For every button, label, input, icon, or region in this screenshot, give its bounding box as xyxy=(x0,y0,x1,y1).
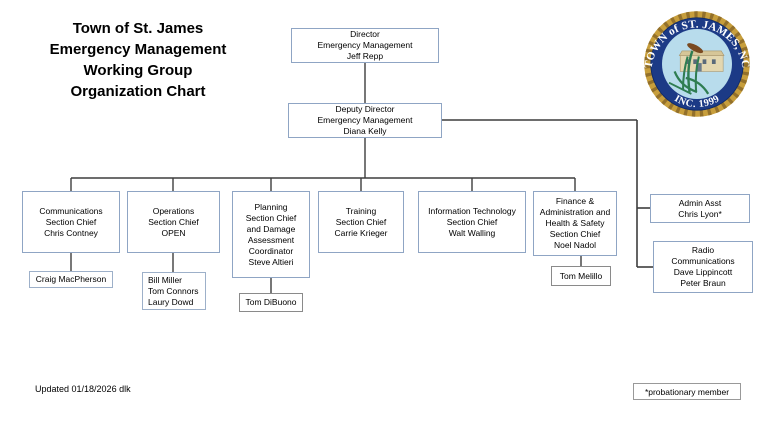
seal-rope-twist xyxy=(644,11,750,117)
probationary-note-box: *probationary member xyxy=(633,383,741,400)
town-seal-logo: TOWN of ST. JAMES, NC INC. 1999 xyxy=(642,11,751,117)
seal-cattail-head xyxy=(687,43,704,54)
org-box-tom-melillo: Tom Melillo xyxy=(551,266,611,286)
updated-date-label: Updated 01/18/2026 dlk xyxy=(35,384,131,394)
org-box-tom-dibuono: Tom DiBuono xyxy=(239,293,303,312)
seal-cattail-plant xyxy=(668,50,710,95)
seal-arc-bottom-text: INC. 1999 xyxy=(672,93,721,110)
probationary-note-label: *probationary member xyxy=(644,386,730,397)
org-box-craig-macpherson: Craig MacPherson xyxy=(29,271,113,288)
svg-text:INC. 1999: INC. 1999 xyxy=(672,93,721,110)
